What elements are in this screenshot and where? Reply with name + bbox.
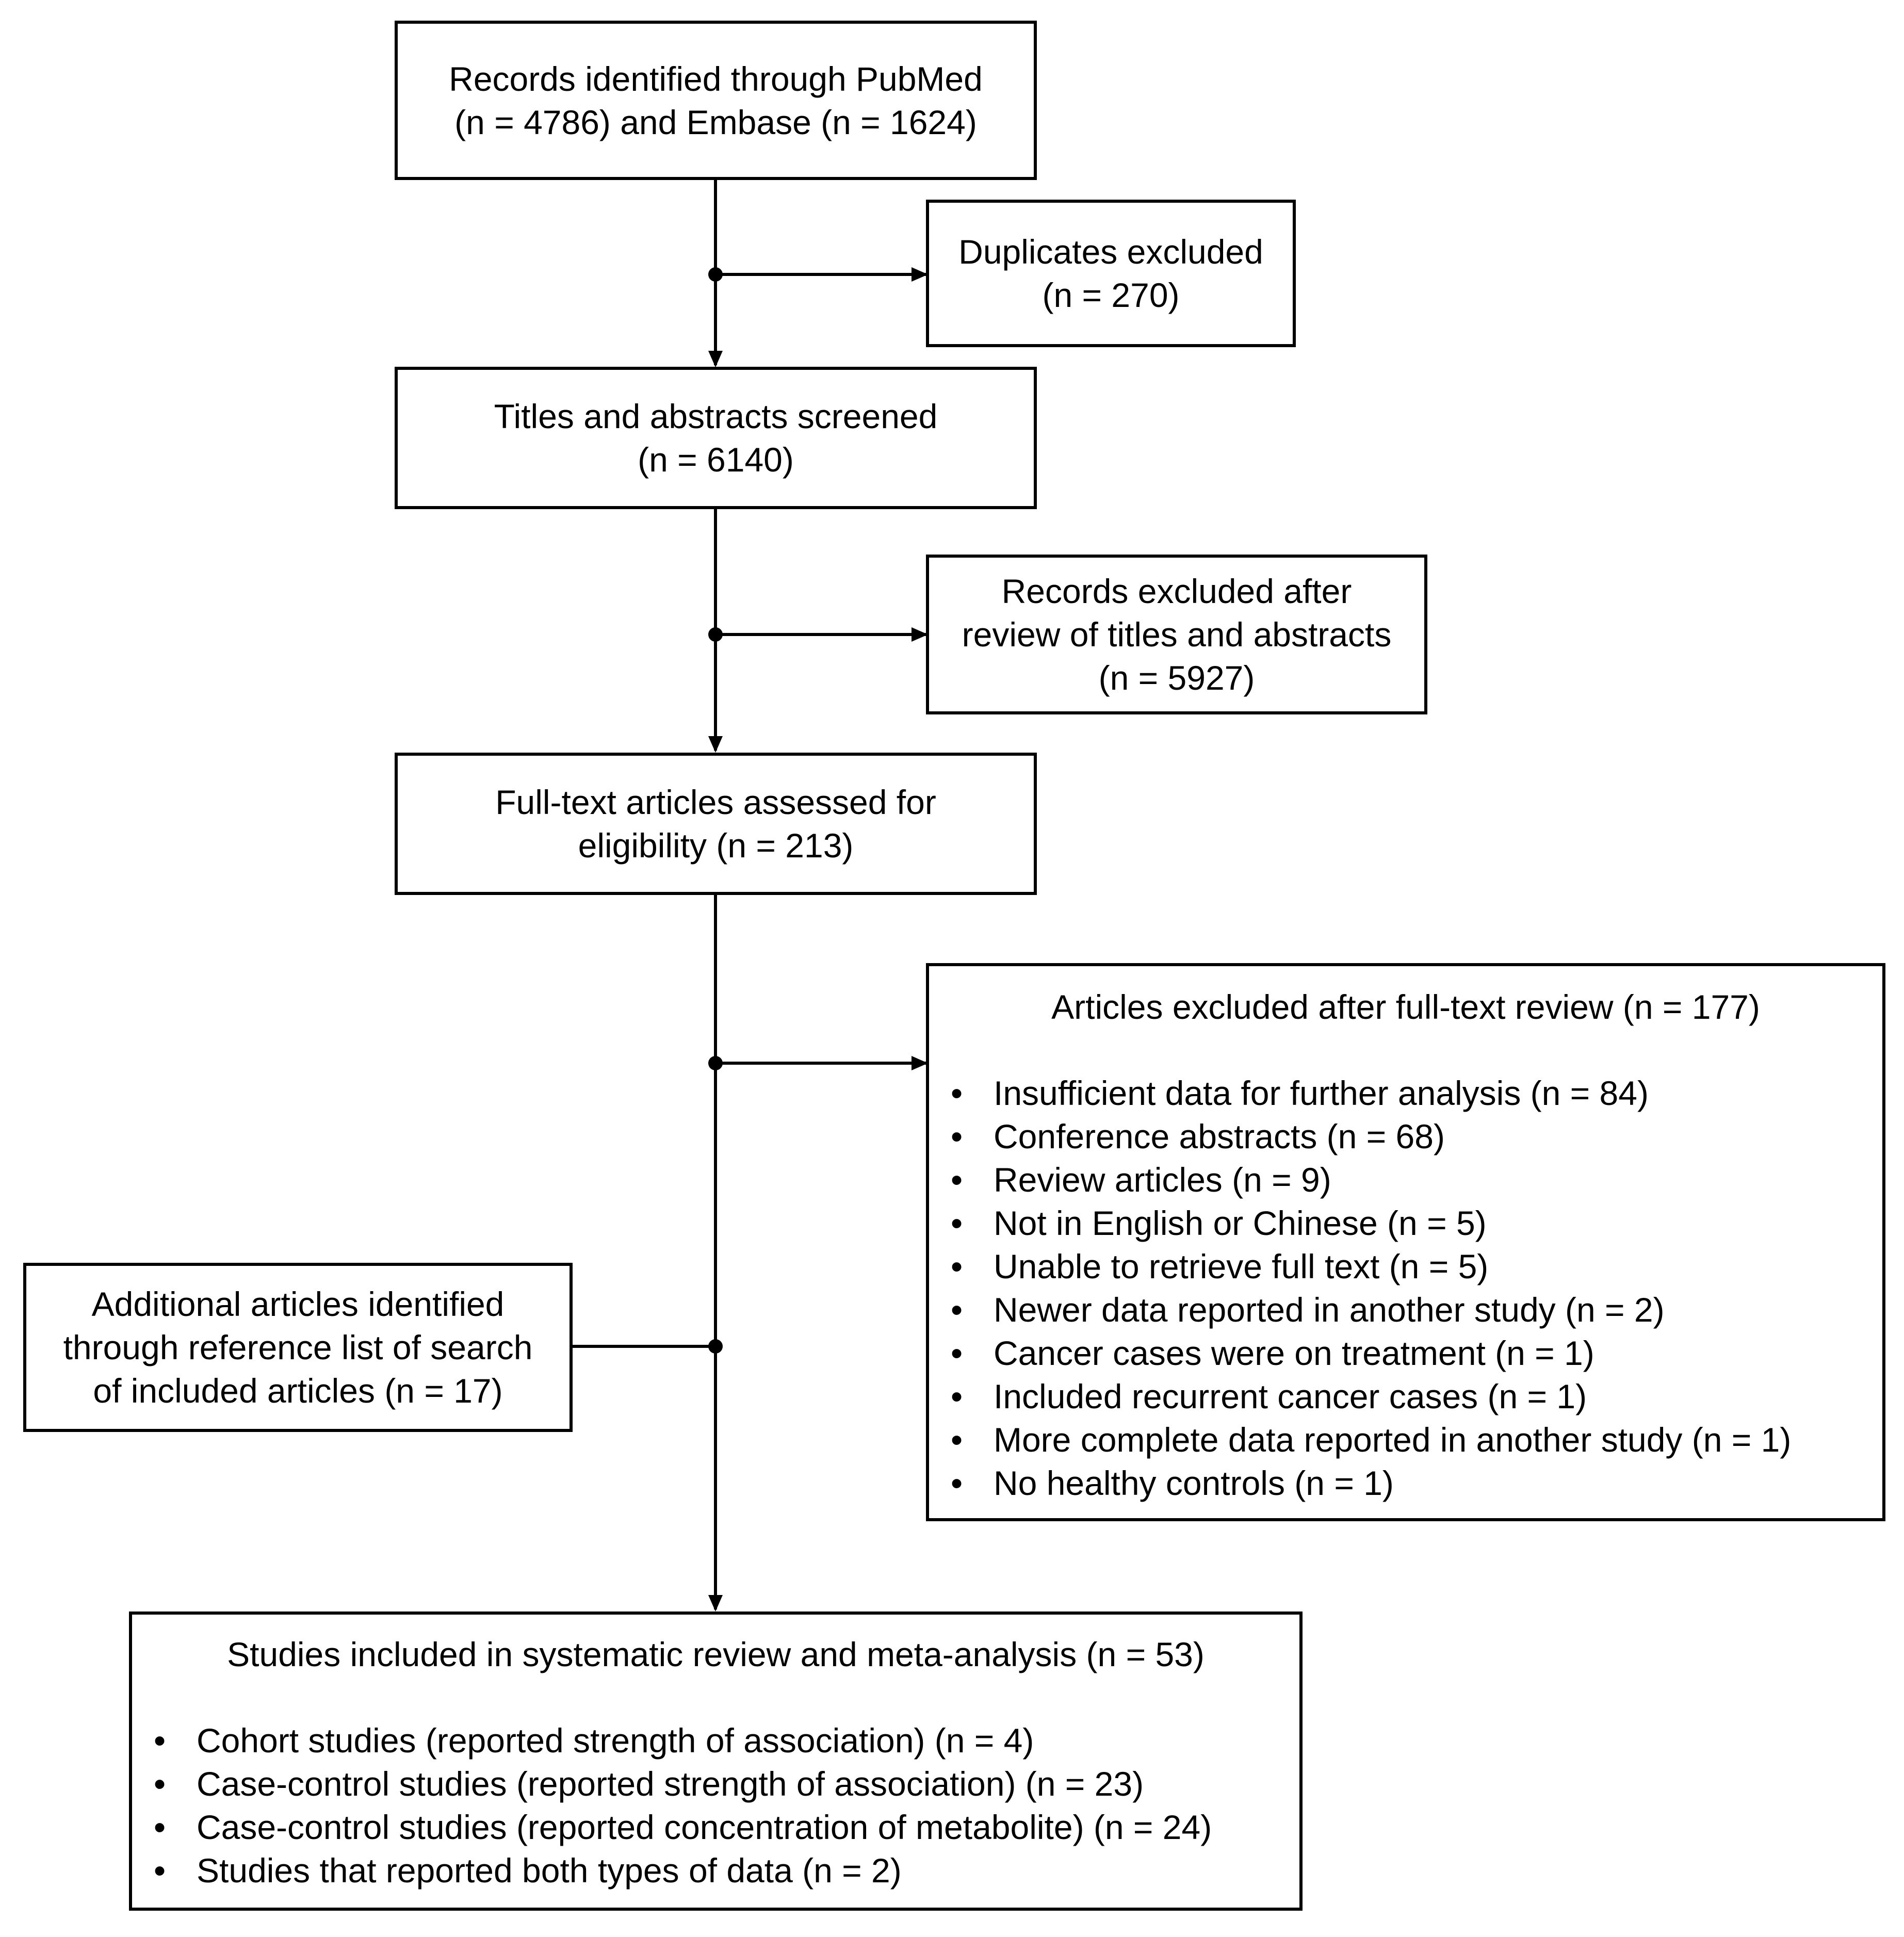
arrowhead-to-screened — [708, 351, 723, 367]
additional-articles-box: Additional articles identified through r… — [23, 1263, 573, 1432]
records-identified-box: Records identified through PubMed (n = 4… — [395, 21, 1037, 180]
junction-dot-3 — [708, 1056, 723, 1070]
exclusion-reason: Review articles (n = 9) — [929, 1158, 1882, 1201]
study-type-item: Case-control studies (reported strength … — [132, 1762, 1299, 1805]
arrowhead-to-fulltext — [708, 736, 723, 753]
articles-excluded-heading: Articles excluded after full-text review… — [1051, 988, 1760, 1026]
records-excluded-line-1: Records excluded after — [1001, 572, 1352, 610]
study-types-list: Cohort studies (reported strength of ass… — [132, 1719, 1299, 1892]
duplicates-excluded-line-1: Duplicates excluded — [958, 233, 1263, 271]
additional-articles-line-2: through reference list of search — [63, 1328, 533, 1366]
study-type-item: Case-control studies (reported concentra… — [132, 1805, 1299, 1849]
arrowhead-to-excluded-fulltext — [912, 1056, 928, 1070]
exclusion-reason: Included recurrent cancer cases (n = 1) — [929, 1375, 1882, 1418]
junction-dot-1 — [708, 267, 723, 282]
duplicates-excluded-box: Duplicates excluded (n = 270) — [926, 200, 1296, 347]
records-identified-line-1: Records identified through PubMed — [449, 59, 983, 98]
arrowhead-to-excluded-abstracts — [912, 627, 928, 642]
titles-screened-line-2: (n = 6140) — [638, 441, 794, 479]
exclusion-reason: Unable to retrieve full text (n = 5) — [929, 1245, 1882, 1288]
junction-dot-4 — [708, 1339, 723, 1354]
exclusion-reason: More complete data reported in another s… — [929, 1418, 1882, 1461]
records-excluded-box: Records excluded after review of titles … — [926, 555, 1427, 714]
duplicates-excluded-line-2: (n = 270) — [1042, 276, 1180, 314]
records-identified-line-2: (n = 4786) and Embase (n = 1624) — [454, 103, 977, 141]
articles-excluded-fulltext-box: Articles excluded after full-text review… — [926, 963, 1885, 1521]
titles-screened-line-1: Titles and abstracts screened — [494, 397, 938, 435]
study-type-item: Cohort studies (reported strength of ass… — [132, 1719, 1299, 1762]
exclusion-reason: Insufficient data for further analysis (… — [929, 1071, 1882, 1115]
titles-screened-box: Titles and abstracts screened (n = 6140) — [395, 367, 1037, 509]
study-type-item: Studies that reported both types of data… — [132, 1849, 1299, 1892]
studies-included-heading: Studies included in systematic review an… — [227, 1635, 1205, 1673]
arrowhead-to-included — [708, 1595, 723, 1612]
additional-articles-line-3: of included articles (n = 17) — [93, 1372, 503, 1410]
exclusion-reason: Not in English or Chinese (n = 5) — [929, 1201, 1882, 1245]
exclusion-reasons-list: Insufficient data for further analysis (… — [929, 1071, 1882, 1505]
exclusion-reason: Cancer cases were on treatment (n = 1) — [929, 1331, 1882, 1375]
additional-articles-line-1: Additional articles identified — [91, 1285, 505, 1323]
fulltext-assessed-box: Full-text articles assessed for eligibil… — [395, 753, 1037, 895]
records-excluded-line-2: review of titles and abstracts — [962, 615, 1392, 654]
exclusion-reason: Newer data reported in another study (n … — [929, 1288, 1882, 1331]
fulltext-assessed-line-1: Full-text articles assessed for — [495, 783, 936, 821]
fulltext-assessed-line-2: eligibility (n = 213) — [578, 826, 854, 865]
exclusion-reason: Conference abstracts (n = 68) — [929, 1115, 1882, 1158]
junction-dot-2 — [708, 627, 723, 642]
exclusion-reason: No healthy controls (n = 1) — [929, 1461, 1882, 1505]
studies-included-box: Studies included in systematic review an… — [129, 1612, 1303, 1911]
records-excluded-line-3: (n = 5927) — [1098, 659, 1255, 697]
arrowhead-to-duplicates — [912, 267, 928, 282]
